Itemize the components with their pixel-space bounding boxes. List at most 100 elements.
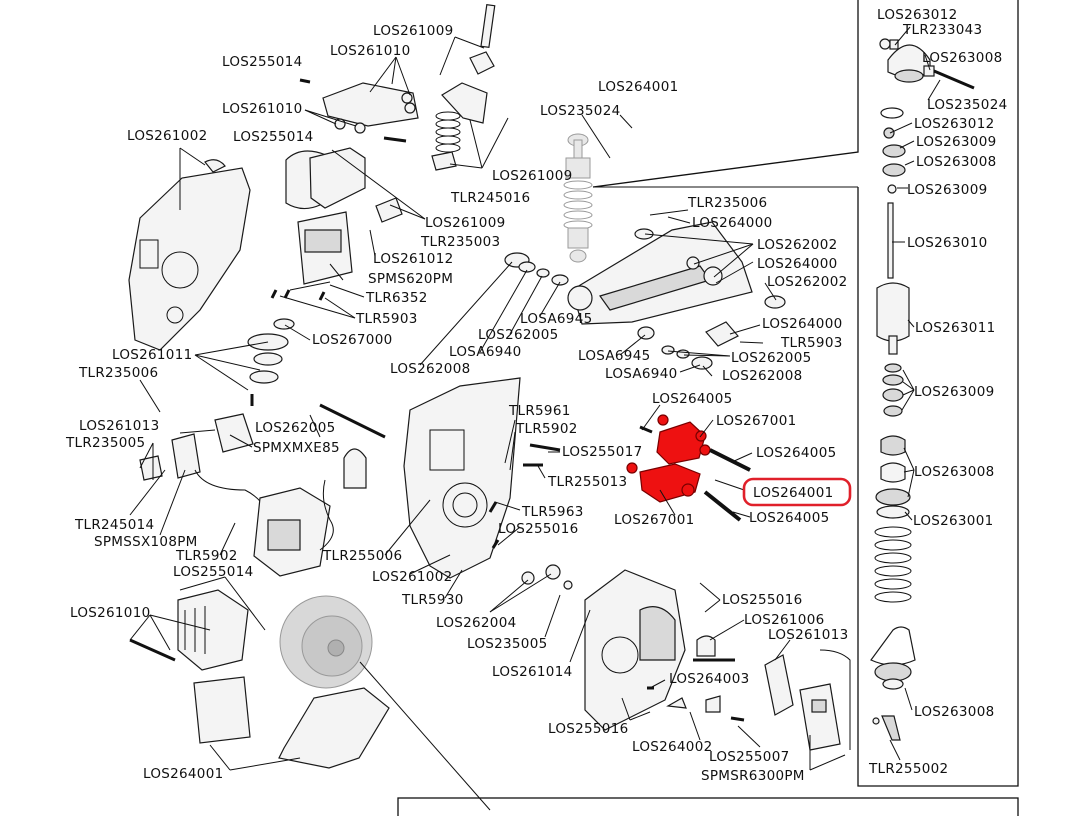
part-label: LOS263008 bbox=[914, 704, 994, 720]
part-label: LOS263010 bbox=[907, 235, 987, 251]
part-label: TLR5961 bbox=[508, 403, 571, 419]
part-label: LOS261010 bbox=[222, 101, 302, 117]
part-label: LOSA6940 bbox=[449, 344, 521, 360]
part-label: TLR5963 bbox=[521, 504, 584, 520]
part-label: TLR5903 bbox=[780, 335, 843, 351]
part-label: LOS235024 bbox=[927, 97, 1007, 113]
part-label: TLR235003 bbox=[420, 234, 500, 250]
part-label: LOS264001 bbox=[598, 79, 678, 95]
part-label: LOS255007 bbox=[709, 749, 789, 765]
part-label: LOS264003 bbox=[669, 671, 749, 687]
part-label: LOSA6940 bbox=[605, 366, 677, 382]
part-label: LOS261002 bbox=[127, 128, 207, 144]
part-label: TLR255002 bbox=[868, 761, 948, 777]
shock-spring bbox=[874, 526, 912, 603]
motor-ghost bbox=[279, 595, 373, 689]
part-label: LOS262008 bbox=[390, 361, 470, 377]
part-label: LOS262002 bbox=[757, 237, 837, 253]
part-label: LOS262005 bbox=[731, 350, 811, 366]
part-label: SPMXMXE85 bbox=[253, 440, 340, 456]
part-label: TLR245016 bbox=[450, 190, 530, 206]
part-label: SPMS620PM bbox=[368, 271, 453, 287]
part-label: LOS263011 bbox=[915, 320, 995, 336]
part-label: LOS264005 bbox=[756, 445, 836, 461]
center-chassis-plate bbox=[403, 377, 521, 579]
part-label: LOS264002 bbox=[632, 739, 712, 755]
part-label: LOS263008 bbox=[922, 50, 1002, 66]
part-label: LOS255014 bbox=[173, 564, 253, 580]
part-label: LOS263009 bbox=[914, 384, 994, 400]
part-label: SPMSSX108PM bbox=[94, 534, 198, 550]
part-label: TLR255006 bbox=[322, 548, 402, 564]
shock-parts bbox=[870, 38, 975, 741]
part-label: LOS264005 bbox=[652, 391, 732, 407]
left-chassis-plate bbox=[128, 159, 251, 351]
part-label: LOS263001 bbox=[913, 513, 993, 529]
part-label: TLR5930 bbox=[401, 592, 464, 608]
part-label: TLR235006 bbox=[687, 195, 767, 211]
part-label: LOS255014 bbox=[233, 129, 313, 145]
left-electronics bbox=[129, 403, 390, 769]
part-label: LOS267000 bbox=[312, 332, 392, 348]
part-label: LOS261009 bbox=[492, 168, 572, 184]
part-label: LOSA6945 bbox=[578, 348, 650, 364]
part-label: LOS263012 bbox=[914, 116, 994, 132]
part-label: LOS263012 bbox=[877, 7, 957, 23]
part-label: LOS263009 bbox=[907, 182, 987, 198]
part-label: TLR255013 bbox=[547, 474, 627, 490]
part-label: LOS262005 bbox=[255, 420, 335, 436]
part-label: LOS261013 bbox=[79, 418, 159, 434]
part-label: LOS264000 bbox=[762, 316, 842, 332]
part-label: LOS255016 bbox=[498, 521, 578, 537]
part-label: LOS261010 bbox=[330, 43, 410, 59]
part-label: LOS261006 bbox=[744, 612, 824, 628]
part-label: TLR5902 bbox=[515, 421, 578, 437]
part-label: LOS264000 bbox=[692, 215, 772, 231]
part-label: LOS264001 bbox=[143, 766, 223, 782]
part-label: TLR6352 bbox=[365, 290, 428, 306]
part-label: LOS262005 bbox=[478, 327, 558, 343]
part-label: LOS261014 bbox=[492, 664, 572, 680]
part-label: LOS261013 bbox=[768, 627, 848, 643]
part-label: LOS261010 bbox=[70, 605, 150, 621]
part-label: TLR233043 bbox=[902, 22, 982, 38]
part-label: LOS261011 bbox=[112, 347, 192, 363]
highlighted-part-label: LOS264001 bbox=[753, 485, 833, 501]
part-label: LOS261002 bbox=[372, 569, 452, 585]
part-label: LOS235024 bbox=[540, 103, 620, 119]
highlight-callout-box bbox=[742, 477, 852, 507]
part-label: LOS264000 bbox=[757, 256, 837, 272]
part-label: LOS255016 bbox=[722, 592, 802, 608]
part-label: TLR5902 bbox=[175, 548, 238, 564]
part-label: LOSA6945 bbox=[520, 311, 592, 327]
highlighted-part bbox=[626, 414, 751, 522]
part-label: LOS261009 bbox=[373, 23, 453, 39]
part-label: TLR235006 bbox=[78, 365, 158, 381]
swingarm bbox=[504, 221, 786, 370]
part-label: LOS263008 bbox=[914, 464, 994, 480]
shock-detail-panel bbox=[592, 0, 1019, 787]
part-label: LOS263008 bbox=[916, 154, 996, 170]
part-label: LOS263009 bbox=[916, 134, 996, 150]
leader-lines bbox=[129, 26, 941, 771]
part-label: LOS267001 bbox=[614, 512, 694, 528]
part-label: TLR245014 bbox=[74, 517, 154, 533]
part-label: LOS255017 bbox=[562, 444, 642, 460]
part-label: LOS262002 bbox=[767, 274, 847, 290]
part-label: TLR5903 bbox=[355, 311, 418, 327]
part-label: LOS255014 bbox=[222, 54, 302, 70]
part-label: LOS267001 bbox=[716, 413, 796, 429]
part-label: LOS255016 bbox=[548, 721, 628, 737]
part-label: LOS261012 bbox=[373, 251, 453, 267]
upper-left-parts bbox=[247, 3, 496, 406]
part-label: LOS262004 bbox=[436, 615, 516, 631]
lower-right-parts bbox=[584, 569, 851, 751]
part-label: LOS235005 bbox=[467, 636, 547, 652]
part-label: LOS264005 bbox=[749, 510, 829, 526]
part-label: TLR235005 bbox=[65, 435, 145, 451]
shock-ghost bbox=[563, 133, 593, 263]
part-label: LOS261009 bbox=[425, 215, 505, 231]
bottom-callout bbox=[359, 661, 1019, 816]
part-labels: LOS261009 LOS261010 LOS255014 LOS261010 … bbox=[65, 7, 1007, 784]
